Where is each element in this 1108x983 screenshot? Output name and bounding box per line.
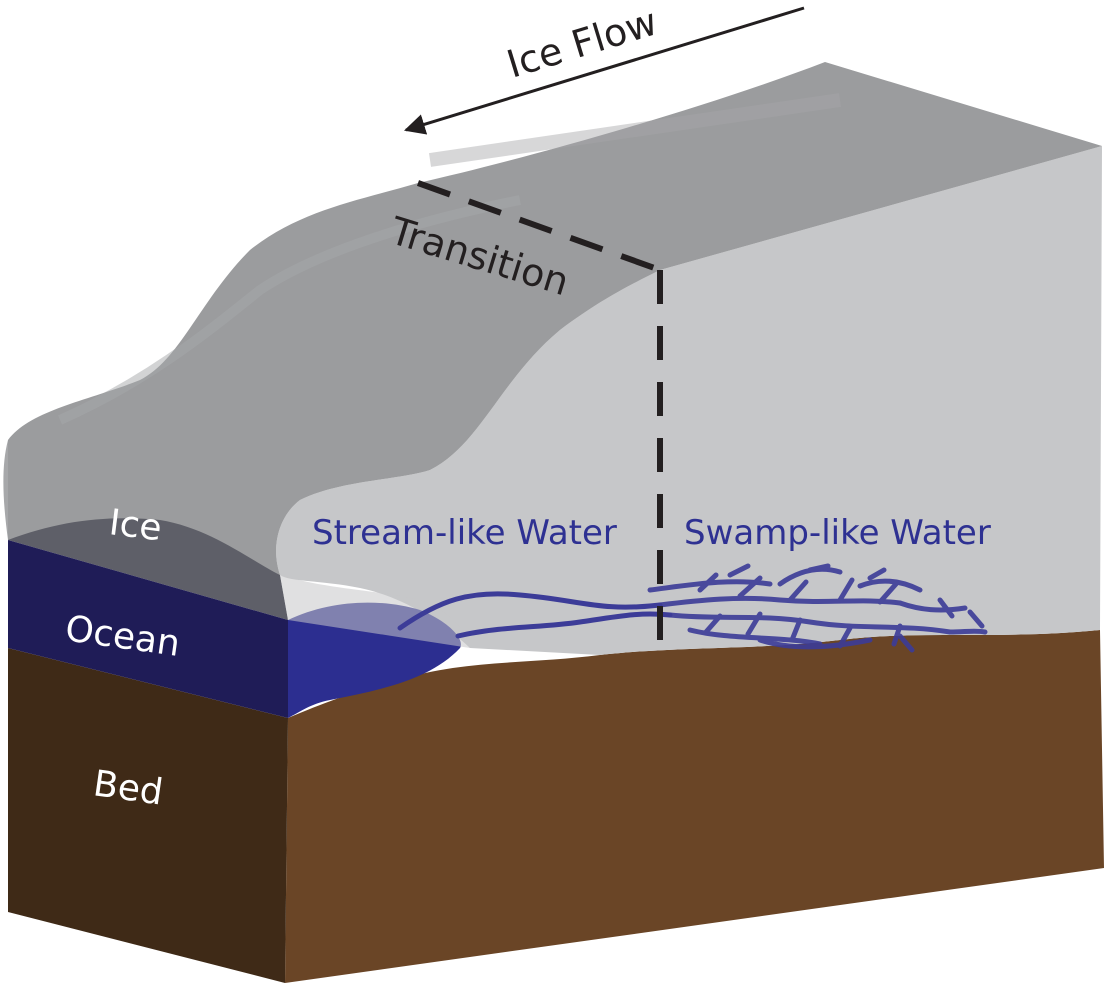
ice-flow-label: Ice Flow	[502, 0, 662, 87]
swamp-network	[647, 563, 988, 653]
bed-front-face	[8, 648, 288, 983]
ice-front-face-lower	[8, 518, 288, 620]
stream-water-label: Stream-like Water	[312, 513, 617, 553]
ice-translucent-overlap	[280, 575, 470, 648]
ocean-front-face	[8, 540, 288, 718]
stream-channels	[397, 591, 673, 639]
swamp-water-label: Swamp-like Water	[684, 513, 991, 553]
transition-boundary-top	[416, 180, 662, 273]
bed-label: Bed	[91, 763, 166, 813]
ice-surface-band	[428, 93, 841, 167]
ice-label: Ice	[107, 502, 164, 549]
ice-surface-band	[57, 195, 521, 425]
ice-side-face	[276, 146, 1102, 655]
ice-flow-arrow	[403, 6, 805, 135]
ice-top-surface	[8, 62, 1102, 575]
bed-side-face	[285, 630, 1104, 983]
